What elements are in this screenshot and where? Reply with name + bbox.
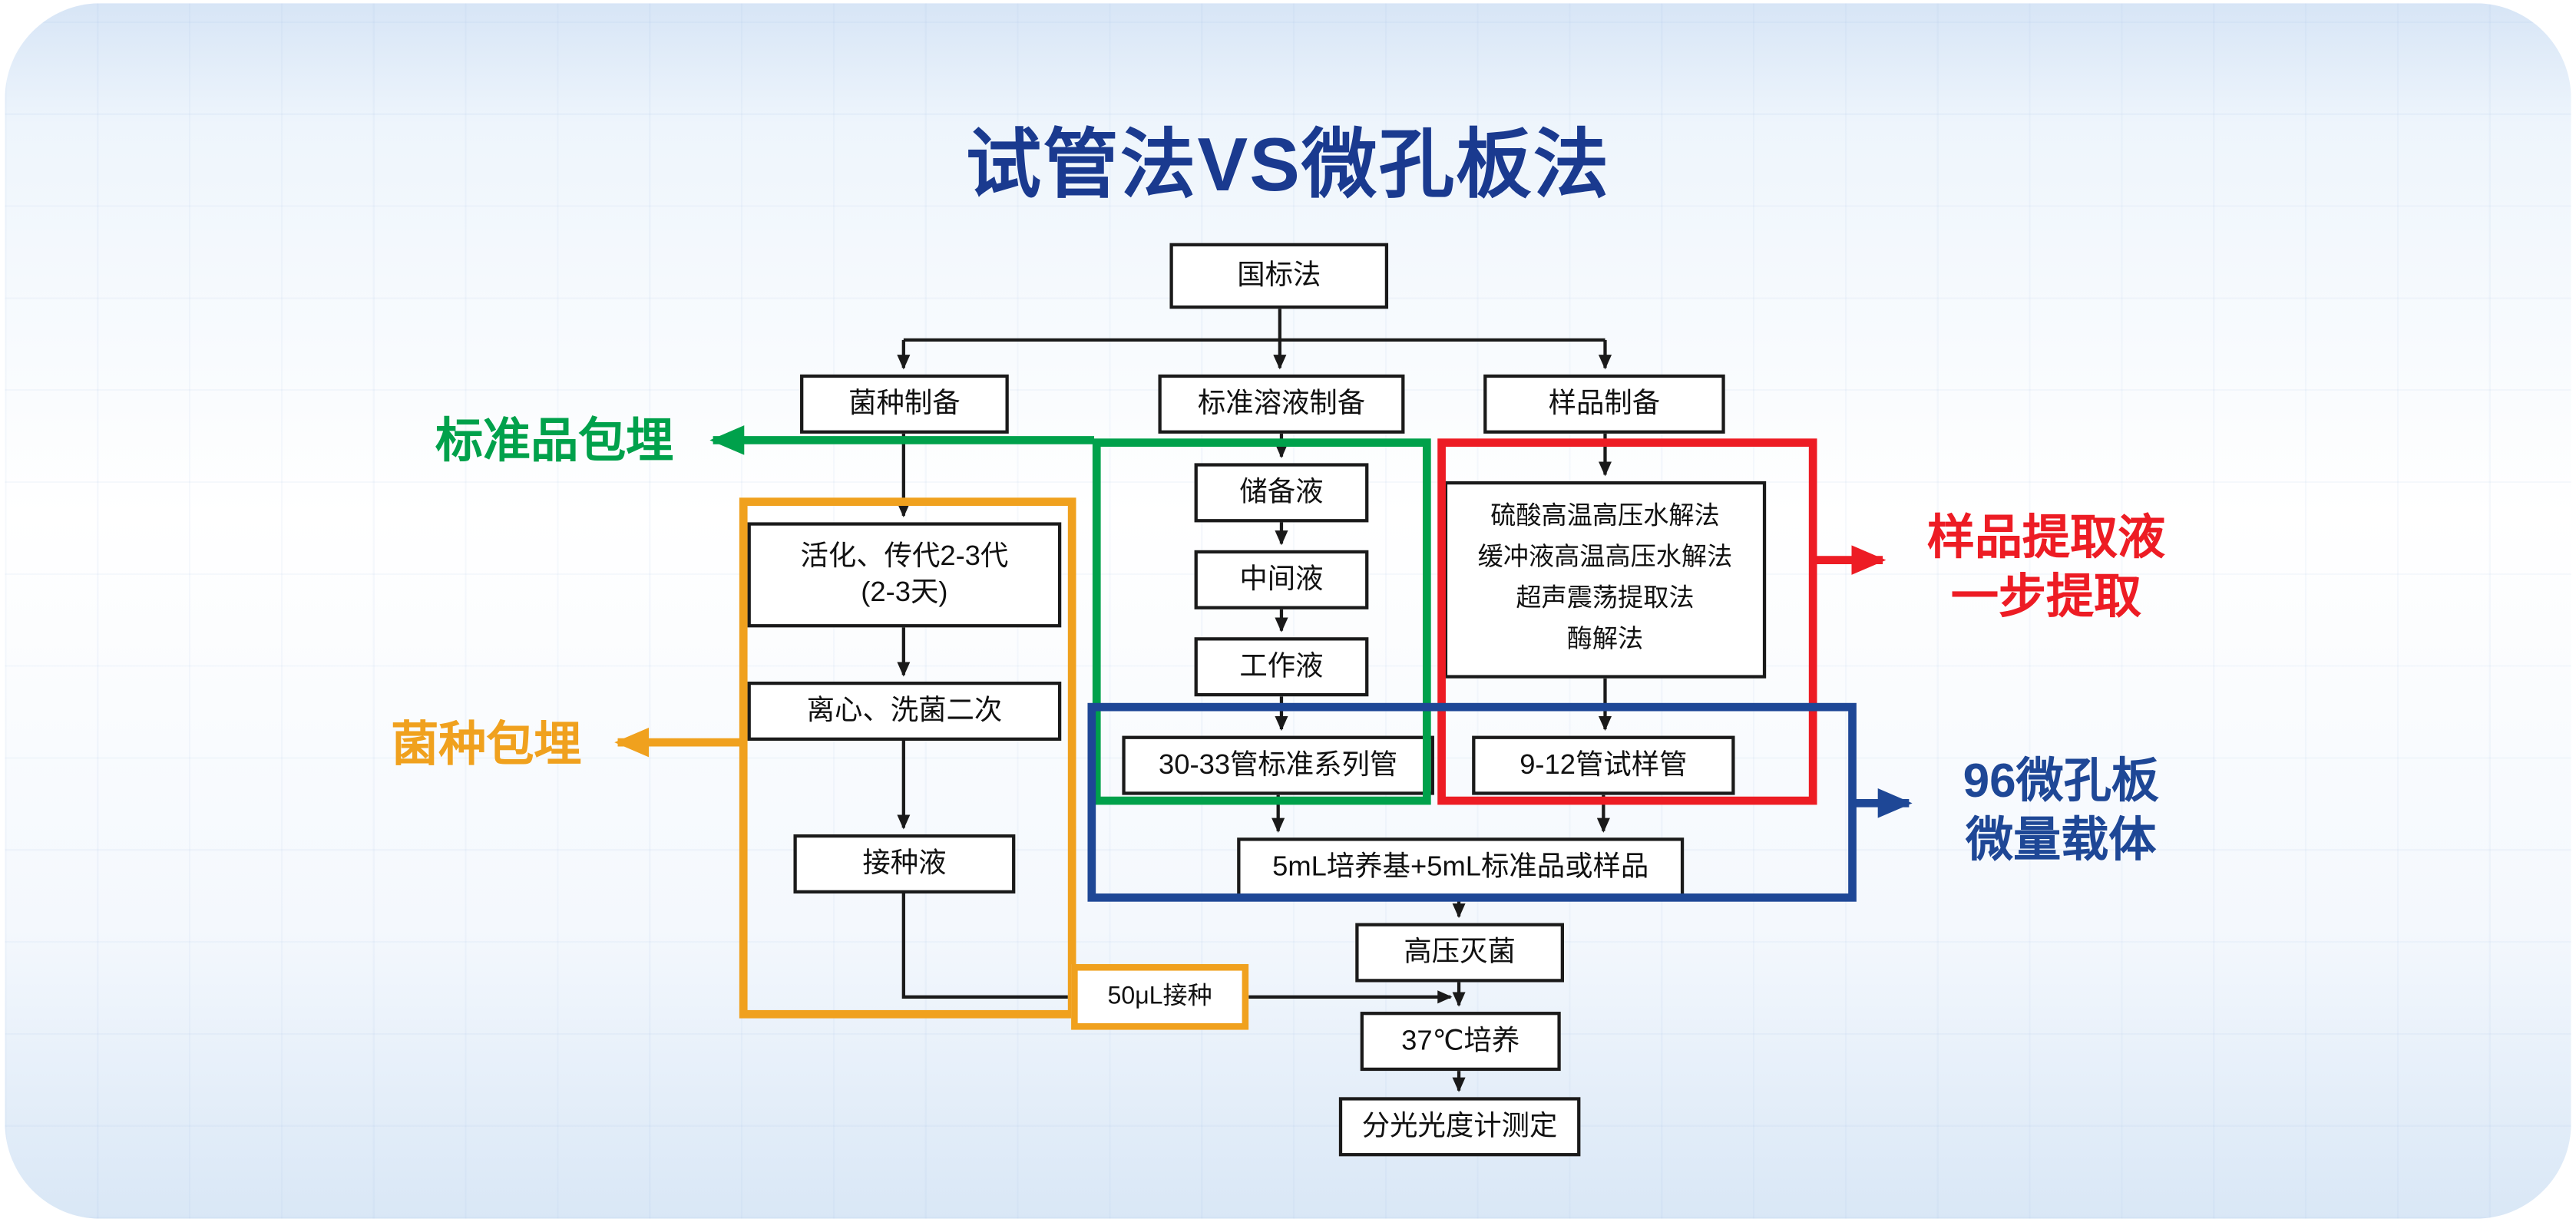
node-standard-solution-prep: 标准溶液制备 <box>1158 374 1405 434</box>
node-sample-prep: 样品制备 <box>1483 374 1725 434</box>
colored-callout-arrows <box>614 425 1913 818</box>
green-group-rect <box>1092 438 1431 805</box>
node-incubation: 37℃培养 <box>1360 1012 1561 1072</box>
node-stock-solution: 储备液 <box>1194 463 1369 523</box>
blue-group-rect <box>1087 702 1857 902</box>
label-strain-embedding: 菌种包埋 <box>391 719 582 772</box>
node-intermediate-solution: 中间液 <box>1194 550 1369 609</box>
node-national-standard: 国标法 <box>1169 243 1389 309</box>
node-strain-prep: 菌种制备 <box>800 374 1009 434</box>
label-microplate: 96微孔板 微量载体 <box>1963 755 2159 867</box>
label-sample-extraction: 样品提取液 一步提取 <box>1926 512 2166 625</box>
node-sample-tubes: 9-12管试样管 <box>1472 735 1735 795</box>
node-centrifuge: 离心、洗菌二次 <box>747 681 1062 742</box>
slide-title: 试管法VS微孔板法 <box>965 121 1611 207</box>
label-standard-embedding: 标准品包埋 <box>435 415 674 468</box>
orange-group-rect <box>739 497 1076 1019</box>
node-inoculation-volume: 50μL接种 <box>1071 964 1249 1030</box>
node-activation: 活化、传代2-3代 (2-3天) <box>747 522 1062 628</box>
slide-card-background <box>5 3 2571 1219</box>
red-group-rect <box>1437 438 1817 805</box>
node-autoclave: 高压灭菌 <box>1355 923 1564 983</box>
node-inoculum: 接种液 <box>793 834 1016 893</box>
node-working-solution: 工作液 <box>1194 637 1369 697</box>
node-extraction-methods: 硫酸高温高压水解法 缓冲液高温高压水解法 超声震荡提取法 酶解法 <box>1443 481 1767 679</box>
black-flow-lines <box>897 309 1612 1092</box>
node-spectrophotometer: 分光光度计测定 <box>1338 1097 1581 1157</box>
node-standard-series-tubes: 30-33管标准系列管 <box>1122 735 1434 795</box>
